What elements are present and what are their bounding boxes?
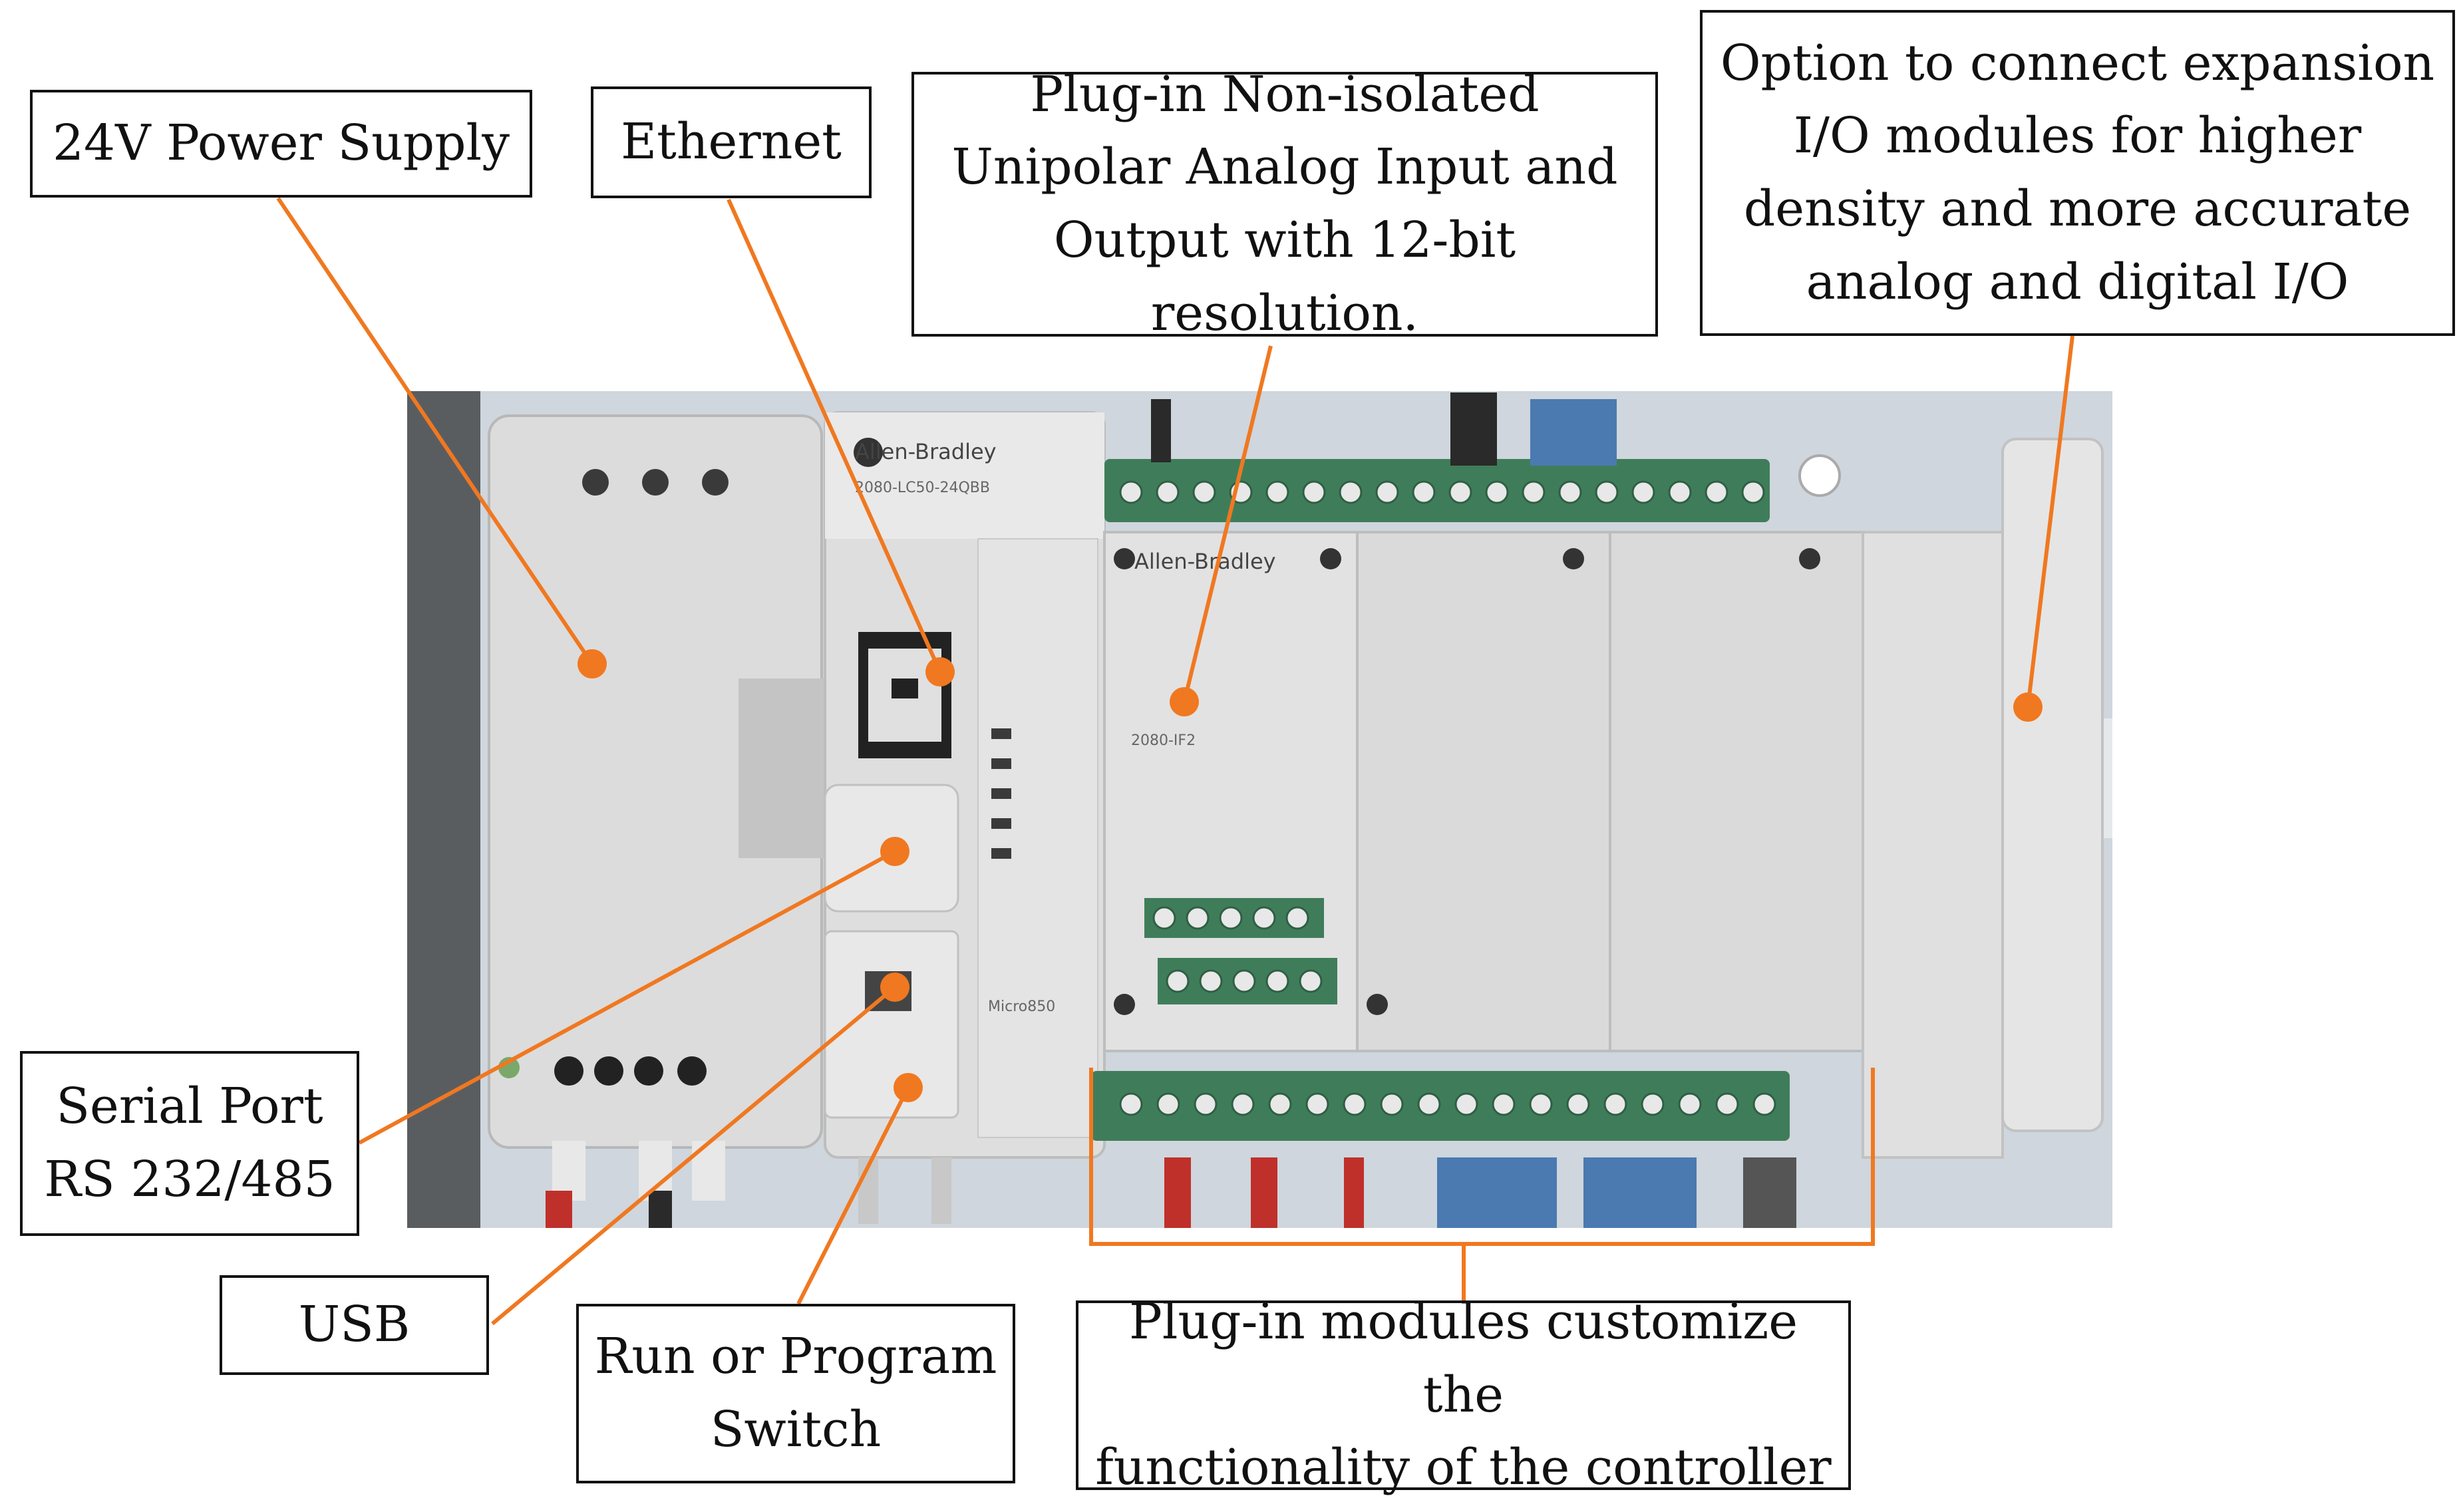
leader-usb	[491, 985, 896, 1326]
terminal-screw	[1252, 906, 1276, 930]
terminal-screw	[1522, 480, 1546, 504]
leader-run-switch	[796, 1086, 910, 1305]
terminal-screw	[1219, 906, 1243, 930]
bracket-plugin-modules	[1089, 1068, 1875, 1246]
controller-brand-text: Allen-Bradley	[855, 439, 997, 464]
module-brand-text: Allen-Bradley	[1134, 549, 1276, 574]
terminal-screw	[1566, 1092, 1590, 1116]
left-cabinet-edge	[407, 391, 480, 1228]
callout-serial-port: Serial Port RS 232/485	[20, 1051, 359, 1236]
terminal-screw	[1232, 969, 1256, 993]
terminal-screws	[1119, 480, 1776, 1116]
callout-run-switch: Run or Program Switch	[576, 1304, 1015, 1483]
terminal-screw	[1268, 1092, 1292, 1116]
terminal-screw	[1166, 969, 1190, 993]
marker-expansion-io	[2013, 692, 2043, 722]
terminal-screw	[1192, 480, 1216, 504]
terminal-screw	[1299, 969, 1323, 993]
controller-model-text: 2080-LC50-24QBB	[855, 480, 990, 496]
plc-photo: Allen-Bradley 2080-LC50-24QBB Allen-Brad…	[407, 391, 2112, 1228]
leader-power-supply	[276, 197, 594, 665]
terminal-screw	[1194, 1092, 1218, 1116]
terminal-screw	[1485, 480, 1509, 504]
terminal-screw	[1705, 480, 1728, 504]
callout-usb: USB	[220, 1275, 489, 1375]
leader-ethernet	[727, 198, 942, 673]
top-terminal-strip	[1104, 392, 1770, 522]
terminal-screw	[1752, 1092, 1776, 1116]
terminal-screw	[1199, 969, 1223, 993]
terminal-screw	[1603, 1092, 1627, 1116]
leader-analog-io	[1182, 345, 1273, 702]
terminal-screw	[1186, 906, 1210, 930]
terminal-screw	[1454, 1092, 1478, 1116]
marker-serial-port	[880, 837, 909, 866]
terminal-screw	[1595, 480, 1619, 504]
terminal-screw	[1380, 1092, 1404, 1116]
terminal-screw	[1678, 1092, 1702, 1116]
marker-run-switch	[894, 1073, 923, 1102]
terminal-screw	[1492, 1092, 1516, 1116]
terminal-screw	[1302, 480, 1326, 504]
terminal-screw	[1529, 1092, 1553, 1116]
terminal-screw	[1339, 480, 1363, 504]
terminal-screw	[1631, 480, 1655, 504]
power-supply-unit	[488, 414, 825, 1228]
terminal-screw	[1156, 480, 1180, 504]
leader-expansion-io	[2026, 335, 2074, 708]
terminal-screw	[1375, 480, 1399, 504]
terminal-screw	[1641, 1092, 1665, 1116]
leader-serial-port	[358, 849, 896, 1145]
terminal-screw	[1285, 906, 1309, 930]
callout-ethernet: Ethernet	[591, 86, 872, 198]
terminal-screw	[1343, 1092, 1367, 1116]
terminal-screw	[1741, 480, 1765, 504]
family-text: Micro850	[988, 998, 1055, 1015]
terminal-screw	[1265, 969, 1289, 993]
terminal-screw	[1119, 480, 1143, 504]
module-model-text: 2080-IF2	[1131, 732, 1196, 749]
marker-analog-io	[1170, 687, 1199, 716]
terminal-screw	[1305, 1092, 1329, 1116]
callout-expansion-io: Option to connect expansion I/O modules …	[1700, 10, 2455, 336]
callout-analog-io: Plug-in Non-isolated Unipolar Analog Inp…	[911, 66, 1658, 342]
terminal-screw	[1231, 1092, 1255, 1116]
terminal-screw	[1412, 480, 1436, 504]
terminal-screw	[1265, 480, 1289, 504]
marker-usb	[880, 973, 909, 1002]
terminal-screw	[1448, 480, 1472, 504]
terminal-screw	[1715, 1092, 1739, 1116]
marker-power-supply	[577, 649, 607, 679]
marker-ethernet	[925, 657, 955, 686]
terminal-screw	[1119, 1092, 1143, 1116]
terminal-screw	[1152, 906, 1176, 930]
callout-power-supply: 24V Power Supply	[30, 90, 532, 198]
callout-plugin-modules: Plug-in modules customize the functional…	[1076, 1293, 1851, 1496]
terminal-screw	[1156, 1092, 1180, 1116]
expansion-end-cap	[1798, 438, 2104, 1159]
terminal-screw	[1417, 1092, 1441, 1116]
terminal-screw	[1558, 480, 1582, 504]
terminal-screw	[1668, 480, 1692, 504]
